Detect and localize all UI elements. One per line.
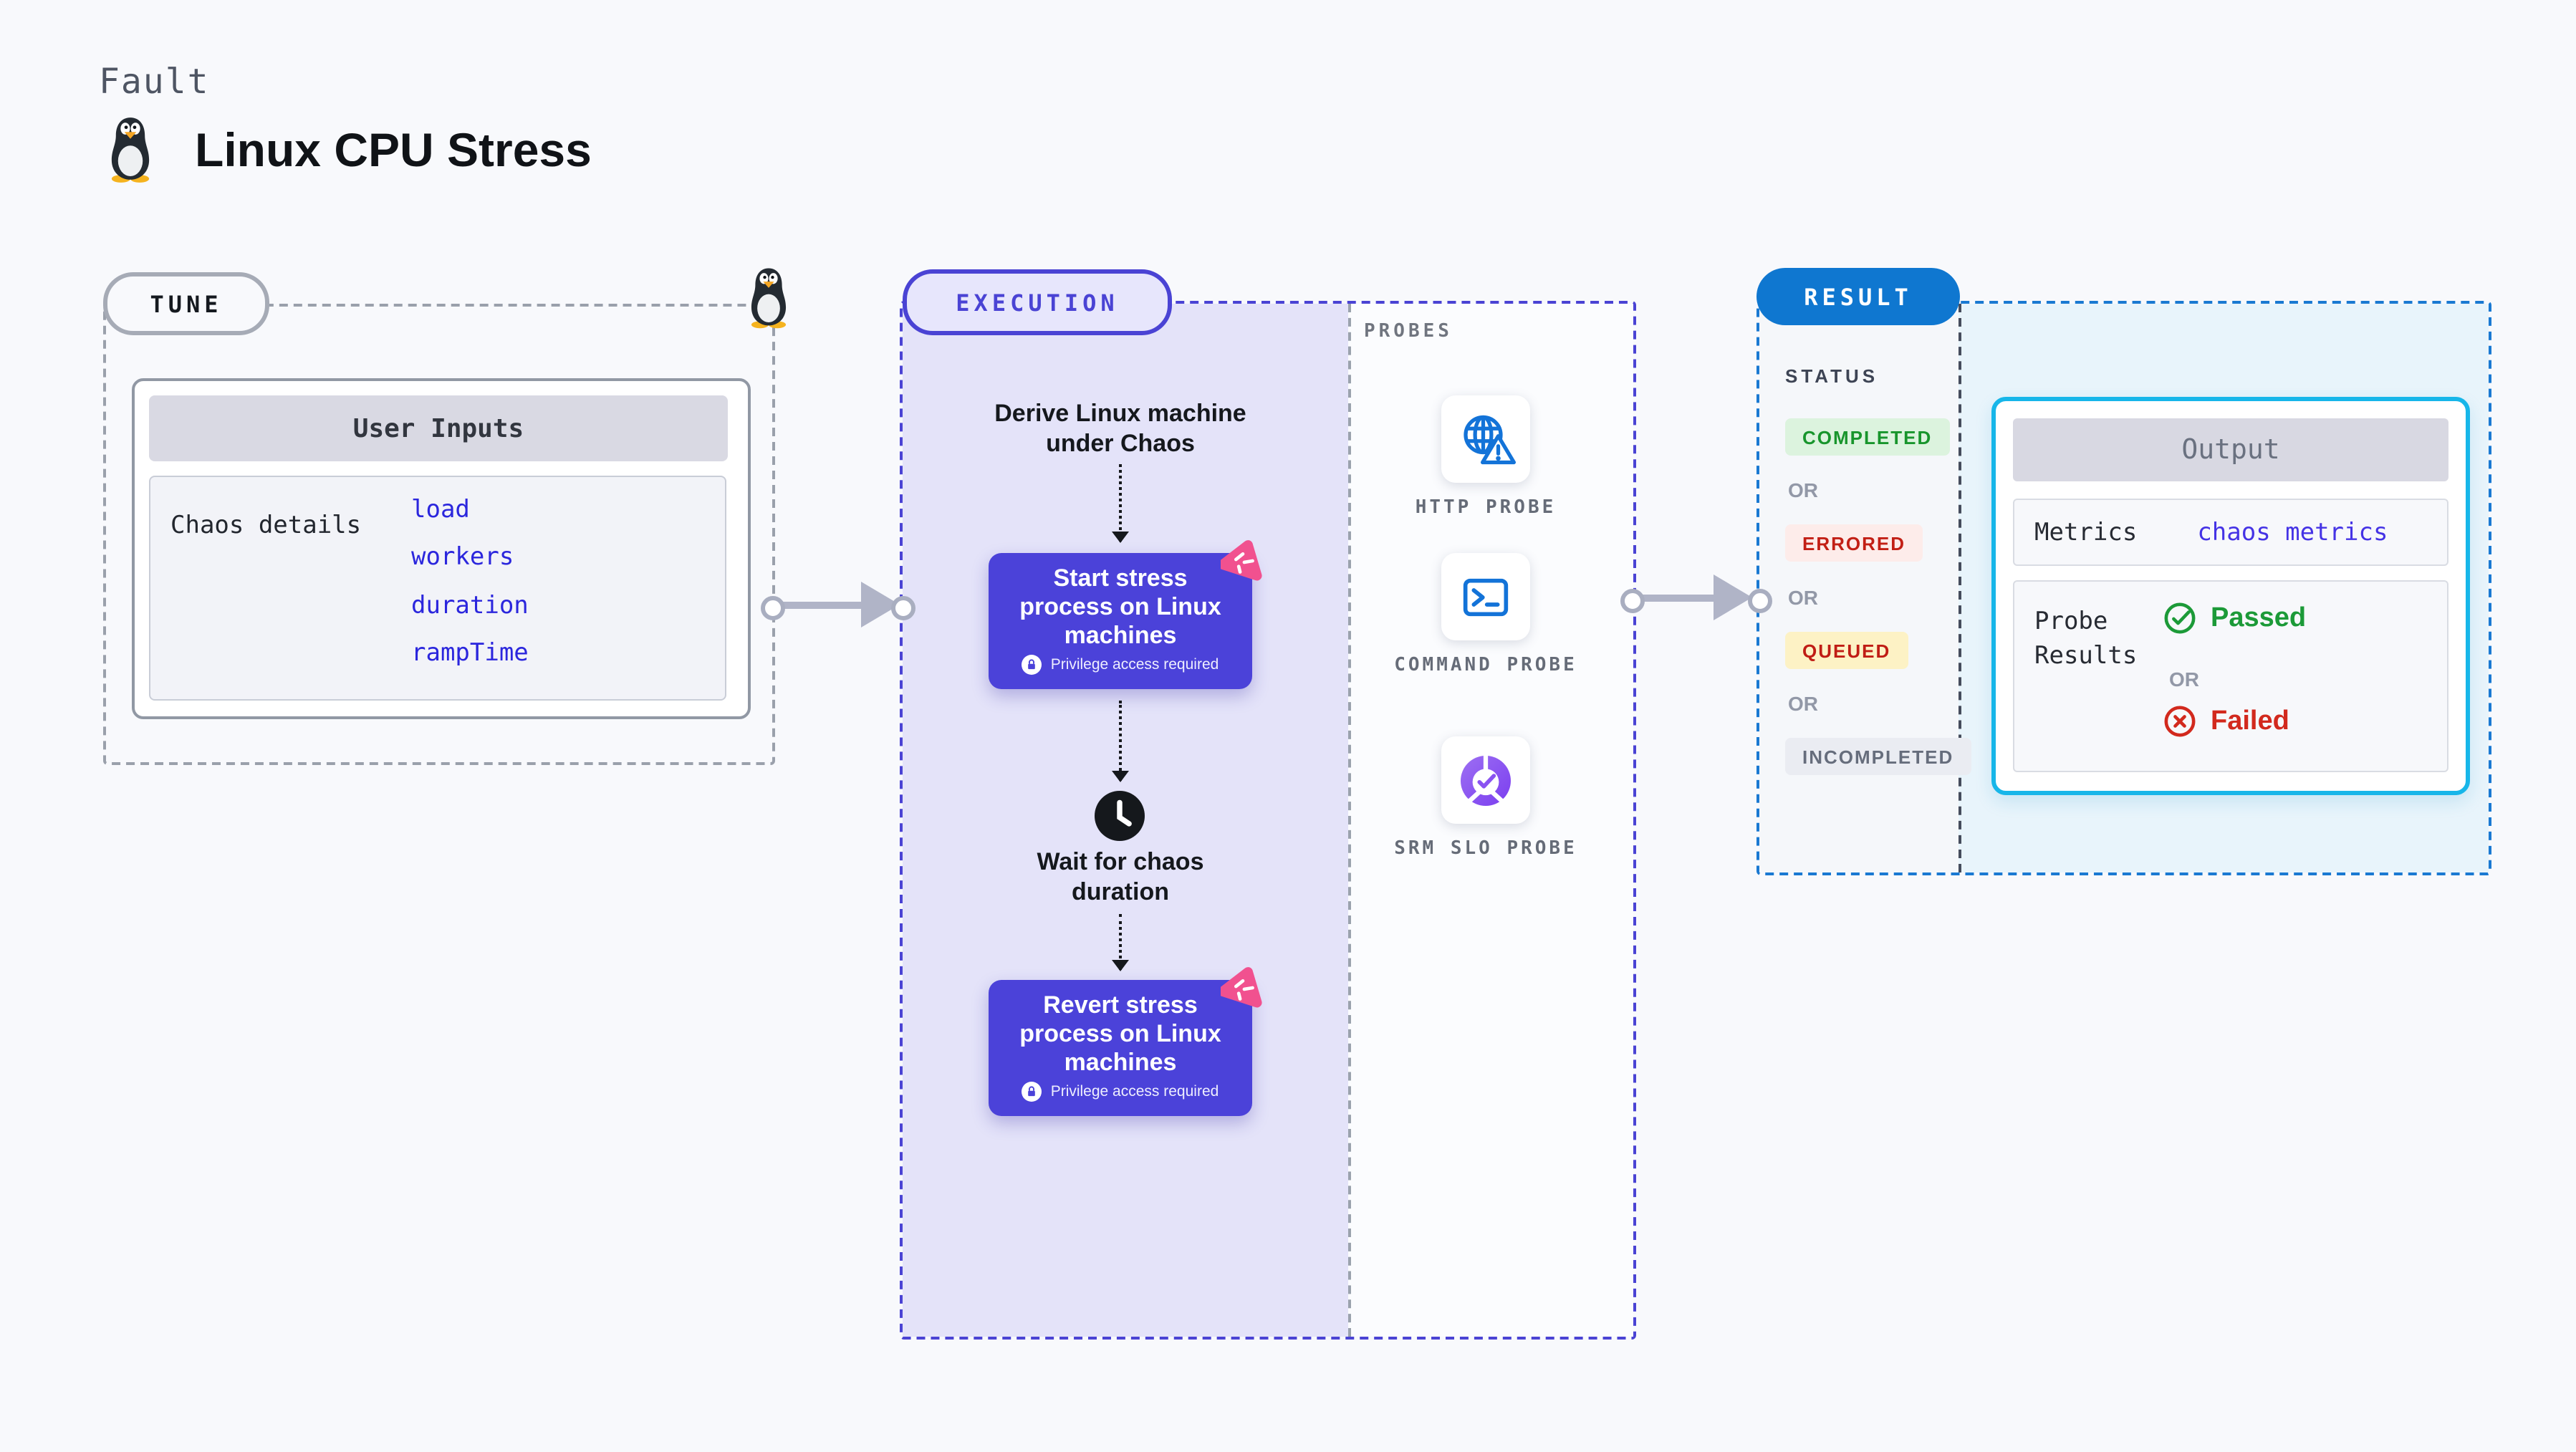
privilege-row: Privilege access required [1022, 655, 1219, 675]
probes-label: PROBES [1364, 321, 1453, 342]
flow-arrow-2 [1112, 701, 1129, 782]
tune-badge: TUNE [103, 272, 269, 335]
failed-x-icon [2164, 706, 2196, 737]
status-badge-incompleted: INCOMPLETED [1785, 738, 1971, 775]
command-probe-label: COMMAND PROBE [1394, 655, 1577, 676]
command-probe-card [1441, 553, 1530, 640]
status-label: STATUS [1785, 365, 1879, 387]
chaos-metrics-link[interactable]: chaos metrics [2197, 518, 2388, 547]
probe-results-label: Probe Results [2034, 607, 2138, 670]
privilege-note: Privilege access required [1050, 656, 1219, 673]
slo-donut-icon [1461, 754, 1511, 805]
wait-step-text: Wait for chaos duration [1037, 848, 1204, 905]
passed-row: Passed [2163, 602, 2306, 635]
privilege-row: Privilege access required [1022, 1082, 1219, 1102]
tune-output-node [761, 596, 785, 620]
srm-slo-probe-label: SRM SLO PROBE [1394, 838, 1577, 860]
input-link-duration[interactable]: duration [411, 592, 529, 620]
execution-output-node [1620, 589, 1645, 613]
input-link-load[interactable]: load [411, 496, 470, 524]
user-inputs-title: User Inputs [149, 395, 728, 461]
execution-badge: EXECUTION [903, 269, 1172, 335]
revert-stress-step: Revert stress process on Linux machines … [989, 967, 1262, 1116]
output-title: Output [2013, 418, 2448, 481]
tux-penguin-small-icon [751, 268, 787, 329]
metrics-row: Metrics chaos metrics [2013, 499, 2448, 566]
derive-step-text: Derive Linux machine under Chaos [994, 400, 1246, 457]
or-label: OR [1788, 586, 1818, 609]
input-link-ramptime[interactable]: rampTime [411, 639, 529, 668]
globe-alert-icon [1464, 414, 1516, 464]
tune-section [103, 304, 775, 765]
wait-clock-icon [1095, 791, 1145, 841]
tux-penguin-icon [111, 117, 150, 183]
flow-arrow-1 [1112, 464, 1129, 543]
passed-check-icon [2164, 602, 2196, 634]
start-stress-label: Start stress process on Linux machines [1019, 564, 1221, 649]
result-badge: RESULT [1756, 268, 1960, 325]
result-input-node [1748, 589, 1772, 613]
privilege-note: Privilege access required [1050, 1083, 1219, 1100]
failed-row: Failed [2163, 705, 2289, 738]
chaos-pink-icon [1221, 540, 1262, 581]
chaos-details-label: Chaos details [170, 511, 362, 540]
start-stress-step: Start stress process on Linux machines P… [989, 540, 1262, 689]
metrics-label: Metrics [2034, 518, 2138, 547]
execution-input-node [891, 596, 915, 620]
or-label: OR [1788, 692, 1818, 715]
execution-to-result-arrowhead [1714, 574, 1752, 620]
chaos-details-panel: Chaos details load workers duration ramp… [149, 476, 726, 701]
http-probe-card [1441, 395, 1530, 483]
status-badge-errored: ERRORED [1785, 524, 1923, 562]
tune-to-execution-arrow [777, 602, 865, 609]
terminal-icon [1463, 577, 1509, 616]
probe-results-row: Probe Results Passed OR Failed [2013, 580, 2448, 772]
status-badge-completed: COMPLETED [1785, 418, 1950, 456]
revert-stress-label: Revert stress process on Linux machines [1019, 991, 1221, 1076]
fault-kicker: Fault [99, 62, 210, 102]
lock-icon [1022, 1082, 1042, 1102]
lock-icon [1022, 655, 1042, 675]
http-probe-label: HTTP PROBE [1415, 497, 1557, 519]
output-card: Output Metrics chaos metrics Probe Resul… [1991, 397, 2470, 795]
or-label: OR [2169, 668, 2199, 691]
flow-arrow-3 [1112, 914, 1129, 971]
or-label: OR [1788, 479, 1818, 501]
status-area [1759, 304, 1959, 872]
user-inputs-card: User Inputs Chaos details load workers d… [132, 378, 751, 719]
input-link-workers[interactable]: workers [411, 543, 514, 572]
failed-label: Failed [2211, 706, 2289, 736]
chaos-pink-icon [1221, 967, 1262, 1008]
passed-label: Passed [2211, 602, 2307, 633]
execution-to-result-arrow [1636, 595, 1719, 602]
srm-slo-probe-card [1441, 736, 1530, 824]
status-badge-queued: QUEUED [1785, 632, 1908, 669]
page-title: Linux CPU Stress [195, 123, 592, 176]
